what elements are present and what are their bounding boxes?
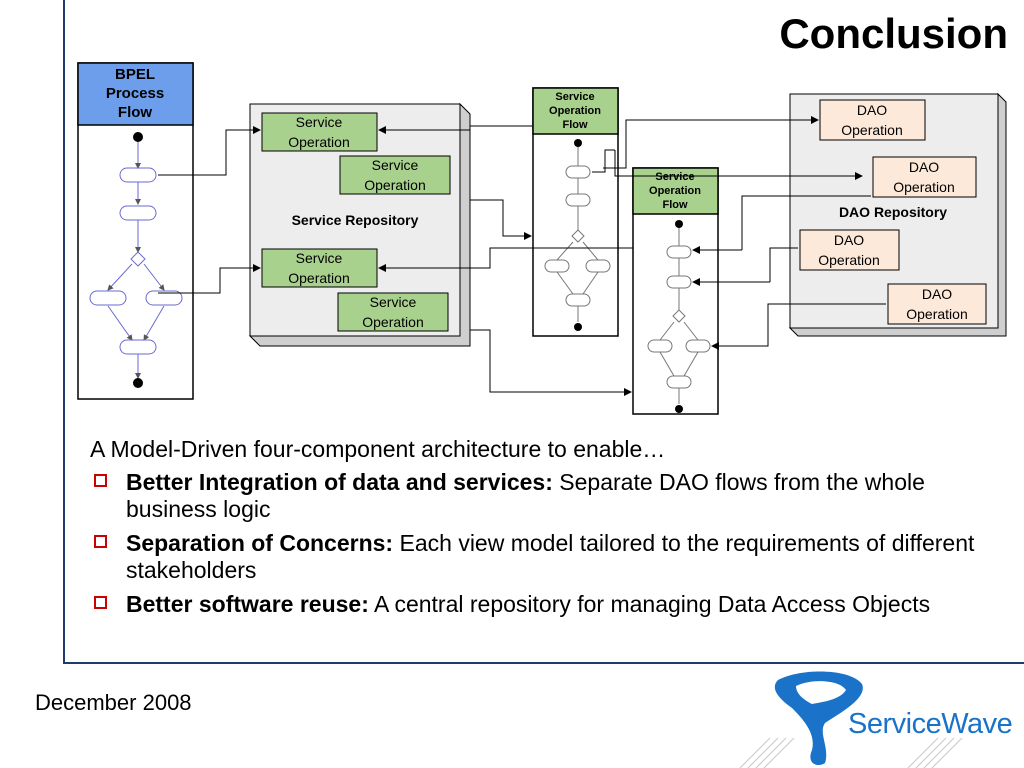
service-repository-label: Service Repository	[292, 212, 419, 228]
bullet-heading: Better Integration of data and services:	[126, 469, 553, 495]
footer-date: December 2008	[35, 690, 192, 715]
svg-text:DAO: DAO	[857, 102, 887, 118]
frame-left-border	[63, 0, 65, 664]
bullet-text: A central repository for managing Data A…	[368, 591, 931, 617]
service-operation-box	[339, 155, 451, 195]
bullet-heading: Separation of Concerns:	[126, 530, 394, 556]
logo-text: ServiceWave	[848, 708, 1013, 740]
svg-text:Operation: Operation	[288, 134, 349, 150]
square-bullet-icon	[94, 596, 107, 609]
service-operation-flow-1: Service Operation Flow	[532, 87, 619, 337]
bpel-process-flow: BPEL Process Flow	[77, 62, 194, 400]
service-operation-box	[261, 112, 378, 152]
flow-1-header	[532, 87, 619, 135]
svg-text:Operation: Operation	[906, 306, 967, 322]
slide-title: Conclusion	[779, 10, 1008, 57]
dao-operation-box	[887, 283, 987, 325]
square-bullet-icon	[94, 474, 107, 487]
connector-arrows	[158, 116, 886, 396]
svg-text:Service: Service	[655, 171, 694, 183]
svg-text:Service: Service	[555, 91, 594, 103]
dao-repository-label: DAO Repository	[839, 204, 947, 220]
service-operation-flow-2: Service Operation Flow	[632, 167, 719, 415]
conclusion-text: A Model-Driven four-component architectu…	[90, 436, 1000, 625]
bullet-item: Better software reuse: A central reposit…	[90, 591, 1000, 618]
dao-repository: DAO Operation DAO Operation DAO Reposito…	[788, 92, 1007, 337]
svg-text:Service: Service	[372, 157, 419, 173]
svg-text:Flow: Flow	[662, 199, 687, 211]
svg-text:Operation: Operation	[288, 270, 349, 286]
svg-text:Operation: Operation	[649, 185, 701, 197]
svg-text:DAO: DAO	[909, 159, 939, 175]
svg-text:Service: Service	[370, 294, 417, 310]
bpel-header-line-3: Flow	[118, 104, 152, 121]
svg-text:DAO: DAO	[922, 286, 952, 302]
bpel-header	[77, 62, 194, 126]
svg-text:Flow: Flow	[562, 119, 587, 131]
square-bullet-icon	[94, 535, 107, 548]
servicewave-logo	[739, 671, 963, 768]
frame-bottom-border	[63, 662, 1024, 664]
intro-text: A Model-Driven four-component architectu…	[90, 436, 666, 462]
svg-text:Operation: Operation	[841, 122, 902, 138]
bpel-header-line-1: BPEL	[115, 66, 155, 83]
bullet-text: Separate DAO flows from the whole busine…	[126, 469, 925, 522]
bullet-item: Separation of Concerns: Each view model …	[90, 530, 1000, 584]
bpel-header-line-2: Process	[106, 85, 164, 102]
svg-text:Operation: Operation	[893, 179, 954, 195]
bullet-item: Better Integration of data and services:…	[90, 469, 1000, 523]
service-operation-box	[337, 292, 449, 332]
svg-text:Operation: Operation	[549, 105, 601, 117]
service-repository: Service Operation Service Operation Serv…	[248, 102, 471, 347]
svg-text:Service: Service	[296, 114, 343, 130]
bullet-text: Each view model tailored to the requirem…	[126, 530, 975, 583]
svg-text:Operation: Operation	[818, 252, 879, 268]
architecture-diagram: BPEL Process Flow Service Operation	[77, 62, 1007, 415]
dao-operation-box	[819, 99, 926, 141]
svg-text:Operation: Operation	[364, 177, 425, 193]
bullet-heading: Better software reuse:	[126, 591, 369, 617]
dao-operation-box	[872, 156, 977, 198]
svg-text:Operation: Operation	[362, 314, 423, 330]
svg-text:Service: Service	[296, 250, 343, 266]
dao-operation-box	[799, 229, 900, 271]
service-operation-box	[261, 248, 378, 288]
svg-text:DAO: DAO	[834, 232, 864, 248]
